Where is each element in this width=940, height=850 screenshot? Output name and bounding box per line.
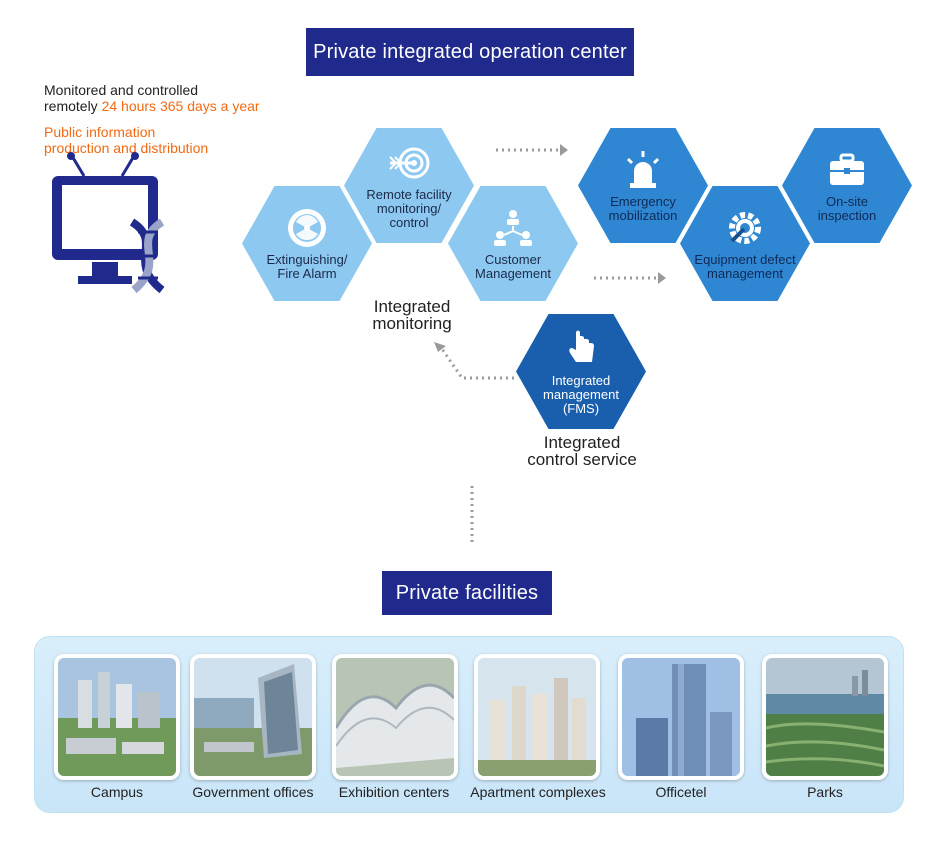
integrated-monitoring-label: Integrated monitoring — [372, 297, 452, 333]
facility-label-campus: Campus — [90, 784, 144, 800]
people-network-icon — [494, 209, 532, 246]
monitoring-note: Monitored and controlled remotely 24 hou… — [44, 82, 260, 114]
facility-label-parks: Parks — [807, 784, 843, 800]
operation-center-title: Private integrated operation center — [313, 40, 627, 63]
operation-center-banner: Private integrated operation center — [306, 28, 634, 76]
hex-remote-facility-label: Remote facility monitoring/ control — [366, 186, 452, 230]
government-offices-photo — [190, 654, 316, 780]
public-info-line2: production and distribution — [44, 140, 209, 156]
hex-onsite-inspection: On-site inspection — [782, 128, 912, 243]
monitoring-note-highlight: 24 hours 365 days a year — [101, 98, 260, 114]
campus-photo — [54, 654, 180, 780]
apartment-complexes-photo — [474, 654, 600, 780]
facility-label-apartment: Apartment complexes — [470, 784, 606, 800]
hand-pointer-icon — [569, 330, 594, 362]
exhibition-centers-photo — [332, 654, 458, 780]
private-facilities-banner: Private facilities — [382, 571, 552, 615]
integrated-control-label: Integrated control service — [527, 433, 637, 469]
monitoring-note-line1: Monitored and controlled — [44, 82, 199, 98]
facility-label-exhibition: Exhibition centers — [338, 784, 450, 800]
private-facilities-title: Private facilities — [395, 581, 539, 604]
public-info-line1: Public information — [44, 124, 156, 140]
hex-equipment-defect-label: Equipment defect management — [694, 251, 796, 281]
hex-equipment-defect: Equipment defect management — [680, 186, 810, 301]
target-arrow-icon — [389, 147, 430, 178]
siren-icon — [626, 150, 660, 188]
monitoring-note-line2: remotely 24 hours 365 days a year — [44, 98, 260, 114]
radiation-icon — [288, 208, 326, 247]
dotted-arrow-return — [438, 345, 514, 380]
public-info-note: Public information production and distri… — [44, 124, 208, 156]
gear-wrench-icon — [729, 211, 761, 244]
hex-onsite-inspection-label: On-site inspection — [817, 193, 877, 223]
facility-label-officetel: Officetel — [655, 784, 707, 800]
monitoring-note-prefix: remotely — [44, 98, 102, 114]
hex-integrated-management: Integrated management (FMS) — [516, 314, 646, 429]
hex-customer-management-label: Customer Management — [475, 251, 551, 281]
parks-photo — [762, 654, 888, 780]
monitor-dna-icon — [52, 152, 165, 294]
hex-emergency-mobilization-label: Emergency mobilization — [608, 193, 678, 223]
facility-label-government: Government offices — [192, 784, 314, 800]
hex-integrated-management-label: Integrated management (FMS) — [543, 372, 619, 416]
officetel-photo — [618, 654, 744, 780]
hex-fire-alarm-label: Extinguishing/ Fire Alarm — [266, 251, 348, 281]
briefcase-icon — [830, 153, 864, 185]
hex-emergency-mobilization: Emergency mobilization — [578, 128, 708, 243]
